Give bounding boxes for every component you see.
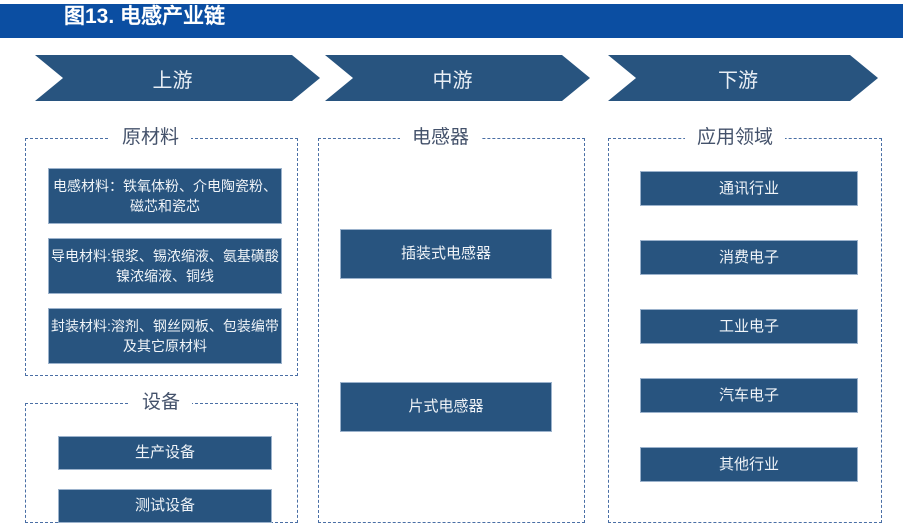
item-production-equipment: 生产设备 (58, 436, 272, 470)
stage-label-downstream: 下游 (718, 69, 758, 92)
group-label-raw-materials: 原材料 (110, 127, 192, 149)
stage-banner-downstream: 下游 (608, 55, 878, 101)
stage-label-upstream: 上游 (152, 69, 193, 92)
stage-label-midstream: 中游 (432, 69, 473, 92)
item-chip-inductor: 片式电感器 (340, 382, 552, 432)
stage-banner-upstream: 上游 (35, 55, 320, 101)
group-label-inductor: 电感器 (400, 127, 482, 149)
group-box-inductor (318, 138, 585, 523)
stage-banner-midstream: 中游 (325, 55, 590, 101)
item-communications-industry: 通讯行业 (640, 171, 858, 206)
item-automotive-electronics: 汽车电子 (640, 378, 858, 413)
item-industrial-electronics: 工业电子 (640, 309, 858, 344)
group-label-application: 应用领域 (685, 127, 786, 149)
item-through-hole-inductor: 插装式电感器 (340, 229, 552, 279)
item-packaging-material: 封装材料:溶剂、钢丝网板、包装编带及其它原材料 (48, 308, 282, 364)
item-consumer-electronics: 消费电子 (640, 240, 858, 275)
item-magnetic-material: 电感材料：铁氧体粉、介电陶瓷粉、磁芯和瓷芯 (48, 168, 282, 224)
group-label-equipment: 设备 (130, 392, 193, 414)
item-conductive-material: 导电材料:银浆、锡浓缩液、氨基磺酸镍浓缩液、铜线 (48, 238, 282, 294)
page-title: 图13. 电感产业链 (64, 5, 226, 28)
figure-title-bar (0, 4, 903, 38)
item-other-industry: 其他行业 (640, 447, 858, 482)
item-testing-equipment: 测试设备 (58, 489, 272, 523)
